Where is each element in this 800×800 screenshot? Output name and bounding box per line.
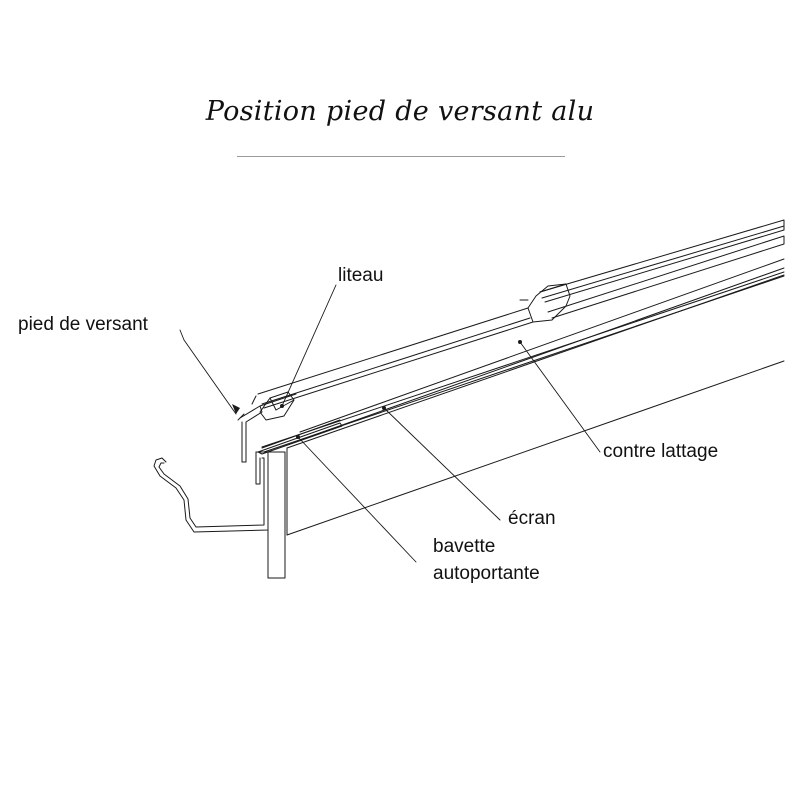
- dot-contre-lattage: [518, 340, 522, 344]
- self-supporting-flashing: [257, 419, 343, 455]
- diagram-title: Position pied de versant alu: [205, 96, 595, 127]
- leader-contre-lattage: [519, 341, 601, 453]
- counter-batten: [299, 258, 785, 441]
- wall-post: [267, 451, 286, 579]
- gutter-hook: [153, 451, 269, 533]
- dot-liteau: [280, 404, 284, 408]
- label-contre-lattage: contre lattage: [603, 441, 719, 462]
- arrowhead-pied-de-versant: [232, 404, 240, 414]
- leader-dots: [280, 340, 522, 439]
- leader-liteau: [281, 284, 337, 407]
- title-underline: [237, 156, 565, 157]
- batten: [251, 391, 295, 421]
- leader-lines: [179, 284, 601, 563]
- label-bavette-line1: bavette: [433, 536, 496, 557]
- eave-trim-aluminium: [237, 393, 297, 463]
- leader-pied-de-versant: [179, 329, 237, 415]
- leader-ecran: [383, 407, 501, 521]
- label-liteau: liteau: [338, 265, 384, 286]
- label-bavette-line2: autoportante: [433, 563, 540, 584]
- rafter: [286, 274, 785, 536]
- roof-tiles: [257, 219, 785, 409]
- label-ecran: écran: [508, 508, 556, 529]
- dot-ecran: [382, 406, 386, 410]
- leader-bavette: [297, 436, 417, 563]
- underlay-screen: [261, 271, 785, 453]
- label-pied-de-versant: pied de versant: [18, 314, 148, 335]
- dot-bavette: [296, 435, 300, 439]
